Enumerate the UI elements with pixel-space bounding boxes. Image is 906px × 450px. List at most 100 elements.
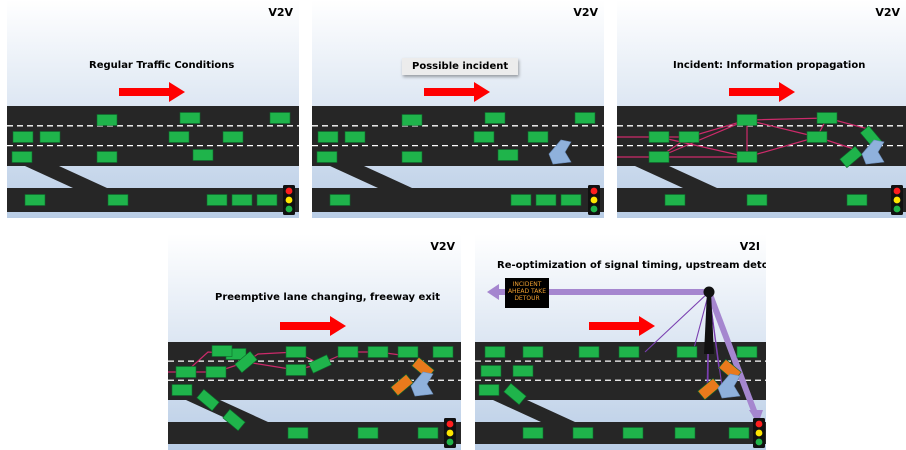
traffic-light-yellow (446, 429, 454, 437)
car (846, 194, 868, 206)
exit-ramp (635, 166, 717, 188)
car (344, 131, 366, 143)
traffic-light-red (755, 420, 763, 428)
panel-tag: V2V (875, 6, 900, 19)
arterial-road (168, 422, 461, 444)
car (839, 145, 863, 169)
panel-tag: V2V (573, 6, 598, 19)
car (574, 112, 596, 124)
traffic-light-red (893, 187, 901, 195)
traffic-light-yellow (755, 429, 763, 437)
signal-control-link (706, 290, 759, 418)
panel-tag: V2V (268, 6, 293, 19)
traffic-light-green (893, 205, 901, 213)
car (484, 346, 506, 358)
scene (7, 0, 299, 218)
car (473, 131, 495, 143)
traffic-light-yellow (893, 196, 901, 204)
exit-ramp (493, 400, 575, 422)
car (234, 350, 258, 374)
car (417, 427, 439, 439)
arterial-road (312, 188, 604, 212)
signal-control-arrowhead (749, 410, 763, 424)
arterial-road (7, 188, 299, 212)
car (432, 346, 454, 358)
car (484, 112, 506, 124)
scene (168, 234, 461, 450)
car (806, 131, 828, 143)
diverted-car (697, 377, 721, 401)
car (24, 194, 46, 206)
car (397, 346, 419, 358)
car (622, 427, 644, 439)
roadside-unit-mast (704, 292, 714, 354)
traffic-light-red (590, 187, 598, 195)
car (256, 194, 278, 206)
car (11, 151, 33, 163)
incident-marker (861, 139, 885, 165)
car (478, 384, 500, 396)
traffic-light-yellow (285, 196, 293, 204)
scene (617, 0, 906, 218)
panel-regular-traffic: V2V Regular Traffic Conditions (7, 0, 299, 218)
car (736, 114, 758, 126)
exit-ramp (25, 166, 107, 188)
traffic-light-green (285, 205, 293, 213)
exit-ramp (330, 166, 412, 188)
car (285, 364, 307, 376)
traffic-direction-arrow (589, 316, 655, 336)
car (401, 114, 423, 126)
traffic-light-red (446, 420, 454, 428)
car (171, 384, 193, 396)
panel-tag: V2V (430, 240, 455, 253)
car (192, 149, 214, 161)
diverted-car (390, 373, 414, 397)
car (678, 131, 700, 143)
car (676, 346, 698, 358)
car (618, 346, 640, 358)
car (222, 408, 246, 432)
car (480, 365, 502, 377)
car (205, 366, 227, 378)
car (39, 131, 61, 143)
detour-sign: INCIDENT AHEAD TAKE DETOUR (505, 278, 549, 308)
v2i-link (692, 291, 710, 353)
incident-marker (548, 139, 572, 165)
car (269, 112, 291, 124)
traffic-direction-arrow (280, 316, 346, 336)
car (578, 346, 600, 358)
scene (312, 0, 604, 218)
car (107, 194, 129, 206)
traffic-light-red (285, 187, 293, 195)
car (560, 194, 582, 206)
car (329, 194, 351, 206)
car (316, 151, 338, 163)
car (206, 194, 228, 206)
car (211, 345, 233, 357)
panel-information-propagation: V2V Incident: Information propagation (617, 0, 906, 218)
panel-tag: V2I (739, 240, 760, 253)
car (287, 427, 309, 439)
panel-title: Possible incident (402, 58, 519, 75)
car (401, 151, 423, 163)
car (572, 427, 594, 439)
detour-arrow (487, 284, 709, 300)
traffic-direction-arrow (119, 82, 185, 102)
car (728, 427, 750, 439)
traffic-direction-arrow (729, 82, 795, 102)
incident-marker (717, 373, 741, 399)
car (222, 131, 244, 143)
car (308, 354, 332, 374)
panel-title: Incident: Information propagation (673, 60, 866, 71)
panel-title: Re-optimization of signal timing, upstre… (497, 260, 766, 271)
car (357, 427, 379, 439)
v2i-link (644, 291, 710, 353)
car (231, 194, 253, 206)
car (816, 112, 838, 124)
car (168, 131, 190, 143)
car (96, 114, 118, 126)
car (367, 346, 389, 358)
car (175, 366, 197, 378)
car (512, 365, 534, 377)
panel-title: Regular Traffic Conditions (89, 60, 235, 71)
